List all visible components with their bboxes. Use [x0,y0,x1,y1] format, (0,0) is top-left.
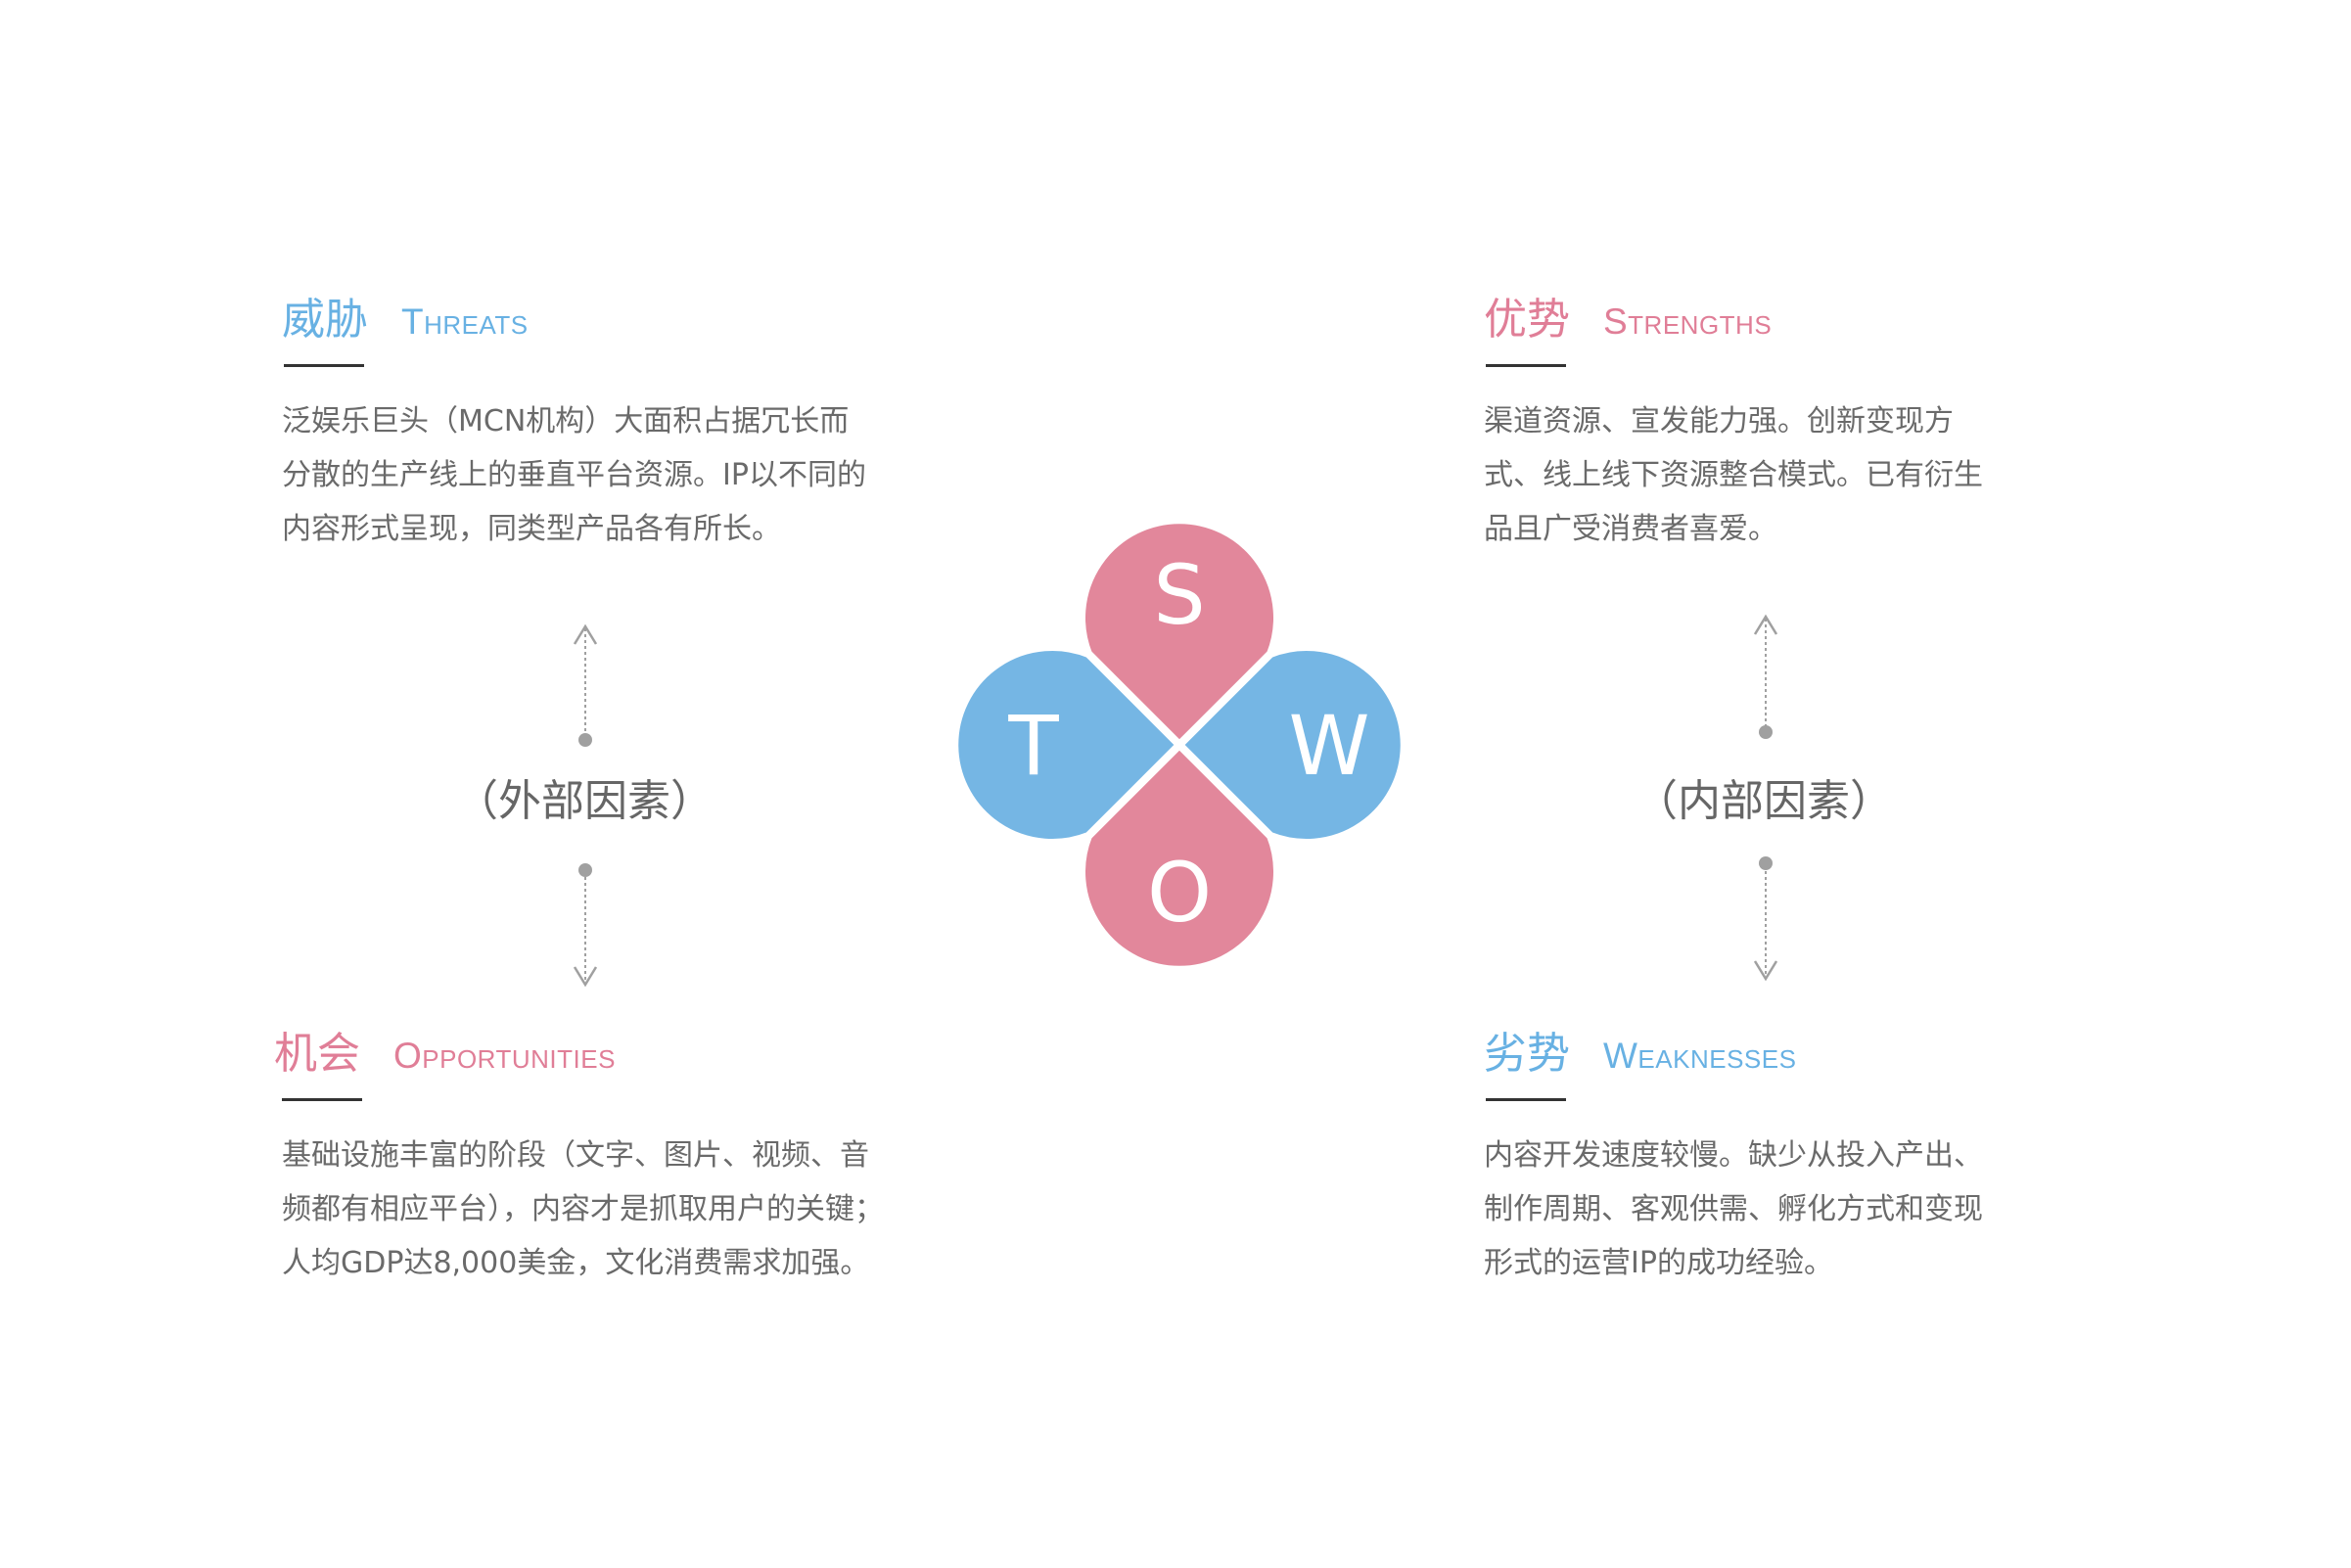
strengths-line: 品且广受消费者喜爱。 [1484,512,1777,546]
strengths-title-cn: 优势 [1484,295,1570,345]
internal-up-connector [1751,613,1780,739]
external-up-connector [571,623,600,747]
weaknesses-block: 劣势 Weaknesses 内容开发速度较慢。缺少从投入产出、 制作周期、客观供… [1484,1018,2130,1290]
weaknesses-divider [1486,1098,1566,1101]
s-letter: S [1153,547,1205,643]
weaknesses-title-cn: 劣势 [1484,1029,1570,1079]
opportunities-block: 机会 Opportunities 基础设施丰富的阶段（文字、图片、视频、音 频都… [274,1018,920,1290]
weaknesses-title-en: Weaknesses [1603,1036,1797,1076]
threats-line: 内容形式呈现，同类型产品各有所长。 [282,512,781,546]
threats-block: 威胁 Threats 泛娱乐巨头（MCN机构）大面积占据冗长而 分散的生产线上的… [282,284,928,556]
weaknesses-description: 内容开发速度较慢。缺少从投入产出、 制作周期、客观供需、孵化方式和变现 形式的运… [1484,1129,2130,1290]
opportunities-description: 基础设施丰富的阶段（文字、图片、视频、音 频都有相应平台），内容才是抓取用户的关… [282,1129,928,1290]
threats-line: 泛娱乐巨头（MCN机构）大面积占据冗长而 [282,404,850,438]
opportunities-line: 基础设施丰富的阶段（文字、图片、视频、音 [282,1138,869,1173]
threats-description: 泛娱乐巨头（MCN机构）大面积占据冗长而 分散的生产线上的垂直平台资源。IP以不… [282,394,928,556]
strengths-heading: 优势 Strengths [1484,284,2130,352]
internal-factors-label: （内部因素） [1635,776,1893,826]
w-letter: W [1288,698,1369,794]
threats-heading: 威胁 Threats [282,284,928,352]
opportunities-divider [282,1098,362,1101]
external-factors-label: （外部因素） [455,776,714,826]
swot-clover: S T W O [926,497,1435,996]
s-petal [1078,516,1281,749]
internal-down-connector [1751,855,1780,983]
threats-title-cn: 威胁 [282,295,368,345]
opportunities-heading: 机会 Opportunities [274,1018,920,1086]
strengths-block: 优势 Strengths 渠道资源、宣发能力强。创新变现方 式、线上线下资源整合… [1484,284,2130,556]
strengths-line: 式、线上线下资源整合模式。已有衍生 [1484,458,1983,492]
threats-divider [284,364,364,367]
weaknesses-line: 内容开发速度较慢。缺少从投入产出、 [1484,1138,1983,1173]
opportunities-line: 人均GDP达8,000美金，文化消费需求加强。 [282,1246,870,1280]
o-letter: O [1147,845,1212,941]
opportunities-title-cn: 机会 [274,1029,360,1079]
strengths-title-en: Strengths [1603,301,1773,342]
opportunities-title-en: Opportunities [393,1036,616,1076]
weaknesses-heading: 劣势 Weaknesses [1484,1018,2130,1086]
opportunities-line: 频都有相应平台），内容才是抓取用户的关键； [282,1192,884,1226]
external-down-connector [571,861,600,989]
strengths-divider [1486,364,1566,367]
strengths-description: 渠道资源、宣发能力强。创新变现方 式、线上线下资源整合模式。已有衍生 品且广受消… [1484,394,2130,556]
strengths-line: 渠道资源、宣发能力强。创新变现方 [1484,404,1954,438]
threats-title-en: Threats [401,301,529,342]
t-petal [950,643,1183,847]
t-letter: T [1007,698,1059,794]
o-petal [1078,741,1281,974]
weaknesses-line: 制作周期、客观供需、孵化方式和变现 [1484,1192,1983,1226]
w-petal [1176,643,1408,847]
weaknesses-line: 形式的运营IP的成功经验。 [1484,1246,1833,1280]
threats-line: 分散的生产线上的垂直平台资源。IP以不同的 [282,458,866,492]
